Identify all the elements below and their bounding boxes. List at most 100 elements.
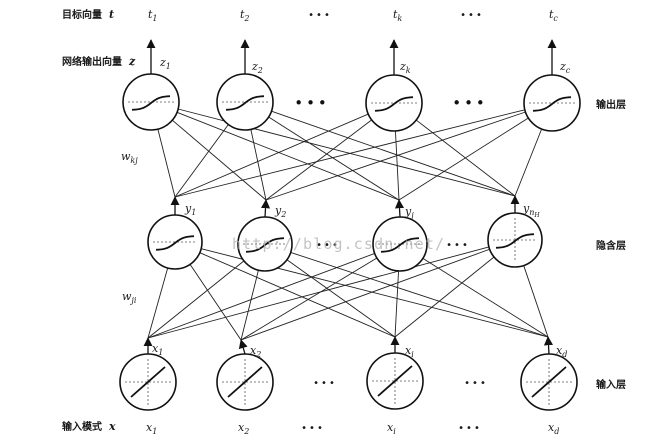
signal-arrows [143,39,557,355]
target-label-2: t2 [240,8,250,23]
connection-input-4-hidden-4 [523,265,549,338]
hidden-label-nh: ynH [522,202,540,219]
input-label-d: xd [556,344,567,359]
sigmoid-activation-curve [374,96,414,112]
input-label-i: xi [405,344,414,359]
hidden-neuron-2 [237,216,293,272]
target-ellipsis-1: ••• [308,10,332,21]
connection-hidden-1-output-2 [174,124,229,198]
input-row-text: 输入模式 [62,420,102,433]
connection-input-3-hidden-3 [394,270,399,338]
connection-hidden-4-output-2 [271,110,516,197]
hidden-label-j: yj [404,205,414,220]
hidden-arrow-3 [394,199,405,218]
target-label-c: tc [549,8,558,23]
input-arrow-4 [543,336,554,355]
output-label-2: z2 [251,60,263,75]
hidden-arrow-2 [260,199,271,218]
connection-input-2-hidden-2 [240,270,259,341]
input-row-label: 输入模式 x [62,417,116,434]
hidden-ellipsis-1: ••• [316,240,340,251]
weight-label-kj: wkj [121,150,138,165]
sigmoid-activation-curve [131,95,171,111]
input-label-2: x2 [250,344,261,359]
input-label-1: x1 [152,342,163,357]
pattern-label-i: xi [387,421,396,436]
sigmoid-activation-curve [495,233,535,249]
output-neuron-4 [523,74,581,132]
output-neuron-2 [216,73,274,131]
linear-activation-line [130,366,166,398]
connection-hidden-1-output-1 [157,129,176,198]
input-neuron-3 [366,352,424,410]
connection-input-3-hidden-2 [286,259,396,338]
output-label-c: zc [559,60,571,75]
output-row-label: 网络输出向量 z [62,52,136,69]
output-row-text: 网络输出向量 [62,55,122,68]
pattern-label-2: x2 [238,421,249,436]
target-row-var: t [109,8,114,21]
output-ellipsis-2: ••• [452,94,488,112]
neurons [119,73,581,411]
connection-hidden-2-output-1 [172,119,267,201]
connection-input-1-hidden-4 [147,246,490,339]
sigmoid-activation-curve [380,237,420,253]
input-row-var: x [108,420,116,433]
hidden-neuron-4 [487,212,543,268]
linear-activation-line [227,366,263,398]
connection-hidden-2-output-3 [265,119,372,201]
hidden-layer-label: 隐含层 [596,239,626,252]
connection-input-3-hidden-4 [394,256,495,338]
target-row-text: 目标向量 [62,8,102,21]
target-label-k: tk [393,8,402,23]
input-ellipsis-1: ••• [313,378,337,389]
hidden-ellipsis-2: ••• [446,240,470,251]
connection-input-2-hidden-1 [189,264,242,341]
output-ellipsis-1: ••• [294,94,330,112]
connection-input-2-hidden-4 [240,248,490,341]
hidden-label-1: y1 [184,202,196,217]
input-neuron-2 [216,353,274,411]
input-arrow-2 [238,339,248,355]
connection-input-1-hidden-1 [147,267,169,339]
connection-input-1-hidden-2 [147,260,245,339]
hidden-neuron-3 [372,216,428,272]
target-ellipsis-2: ••• [460,10,484,21]
sigmoid-activation-curve [155,235,195,251]
connection-hidden-1-output-3 [174,113,369,198]
output-label-k: zk [399,60,411,75]
sigmoid-activation-curve [532,96,572,112]
linear-activation-line [531,366,567,398]
output-neuron-1 [122,73,180,131]
weight-label-ji: wji [122,290,137,305]
connection-hidden-3-output-1 [176,111,400,201]
output-layer-label: 输出层 [596,98,626,111]
hidden-neuron-1 [147,214,203,270]
connection-hidden-2-output-2 [250,129,267,201]
connection-input-2-hidden-3 [240,257,378,341]
connection-input-4-hidden-2 [290,252,549,338]
target-row-label: 目标向量 t [62,5,114,22]
sigmoid-activation-curve [225,95,265,111]
sigmoid-activation-curve [245,237,285,253]
connection-input-3-hidden-1 [199,252,396,338]
connection-hidden-3-output-2 [268,116,400,201]
pattern-ellipsis-1: ••• [301,423,325,434]
linear-activation-line [377,365,413,397]
connection-hidden-4-output-4 [514,128,543,197]
pattern-label-d: xd [548,421,559,436]
input-layer-label: 输入层 [596,378,626,391]
output-row-var: z [128,55,136,68]
input-ellipsis-2: ••• [464,378,488,389]
pattern-label-1: x1 [146,421,157,436]
connection-input-4-hidden-3 [422,257,549,338]
connection-lines [147,108,549,341]
input-neuron-4 [520,353,578,411]
target-label-1: t1 [148,8,158,23]
pattern-ellipsis-2: ••• [458,423,482,434]
hidden-label-2: y2 [274,204,286,219]
connection-hidden-3-output-4 [398,117,529,201]
input-neuron-1 [119,353,177,411]
connection-hidden-4-output-3 [415,119,516,197]
